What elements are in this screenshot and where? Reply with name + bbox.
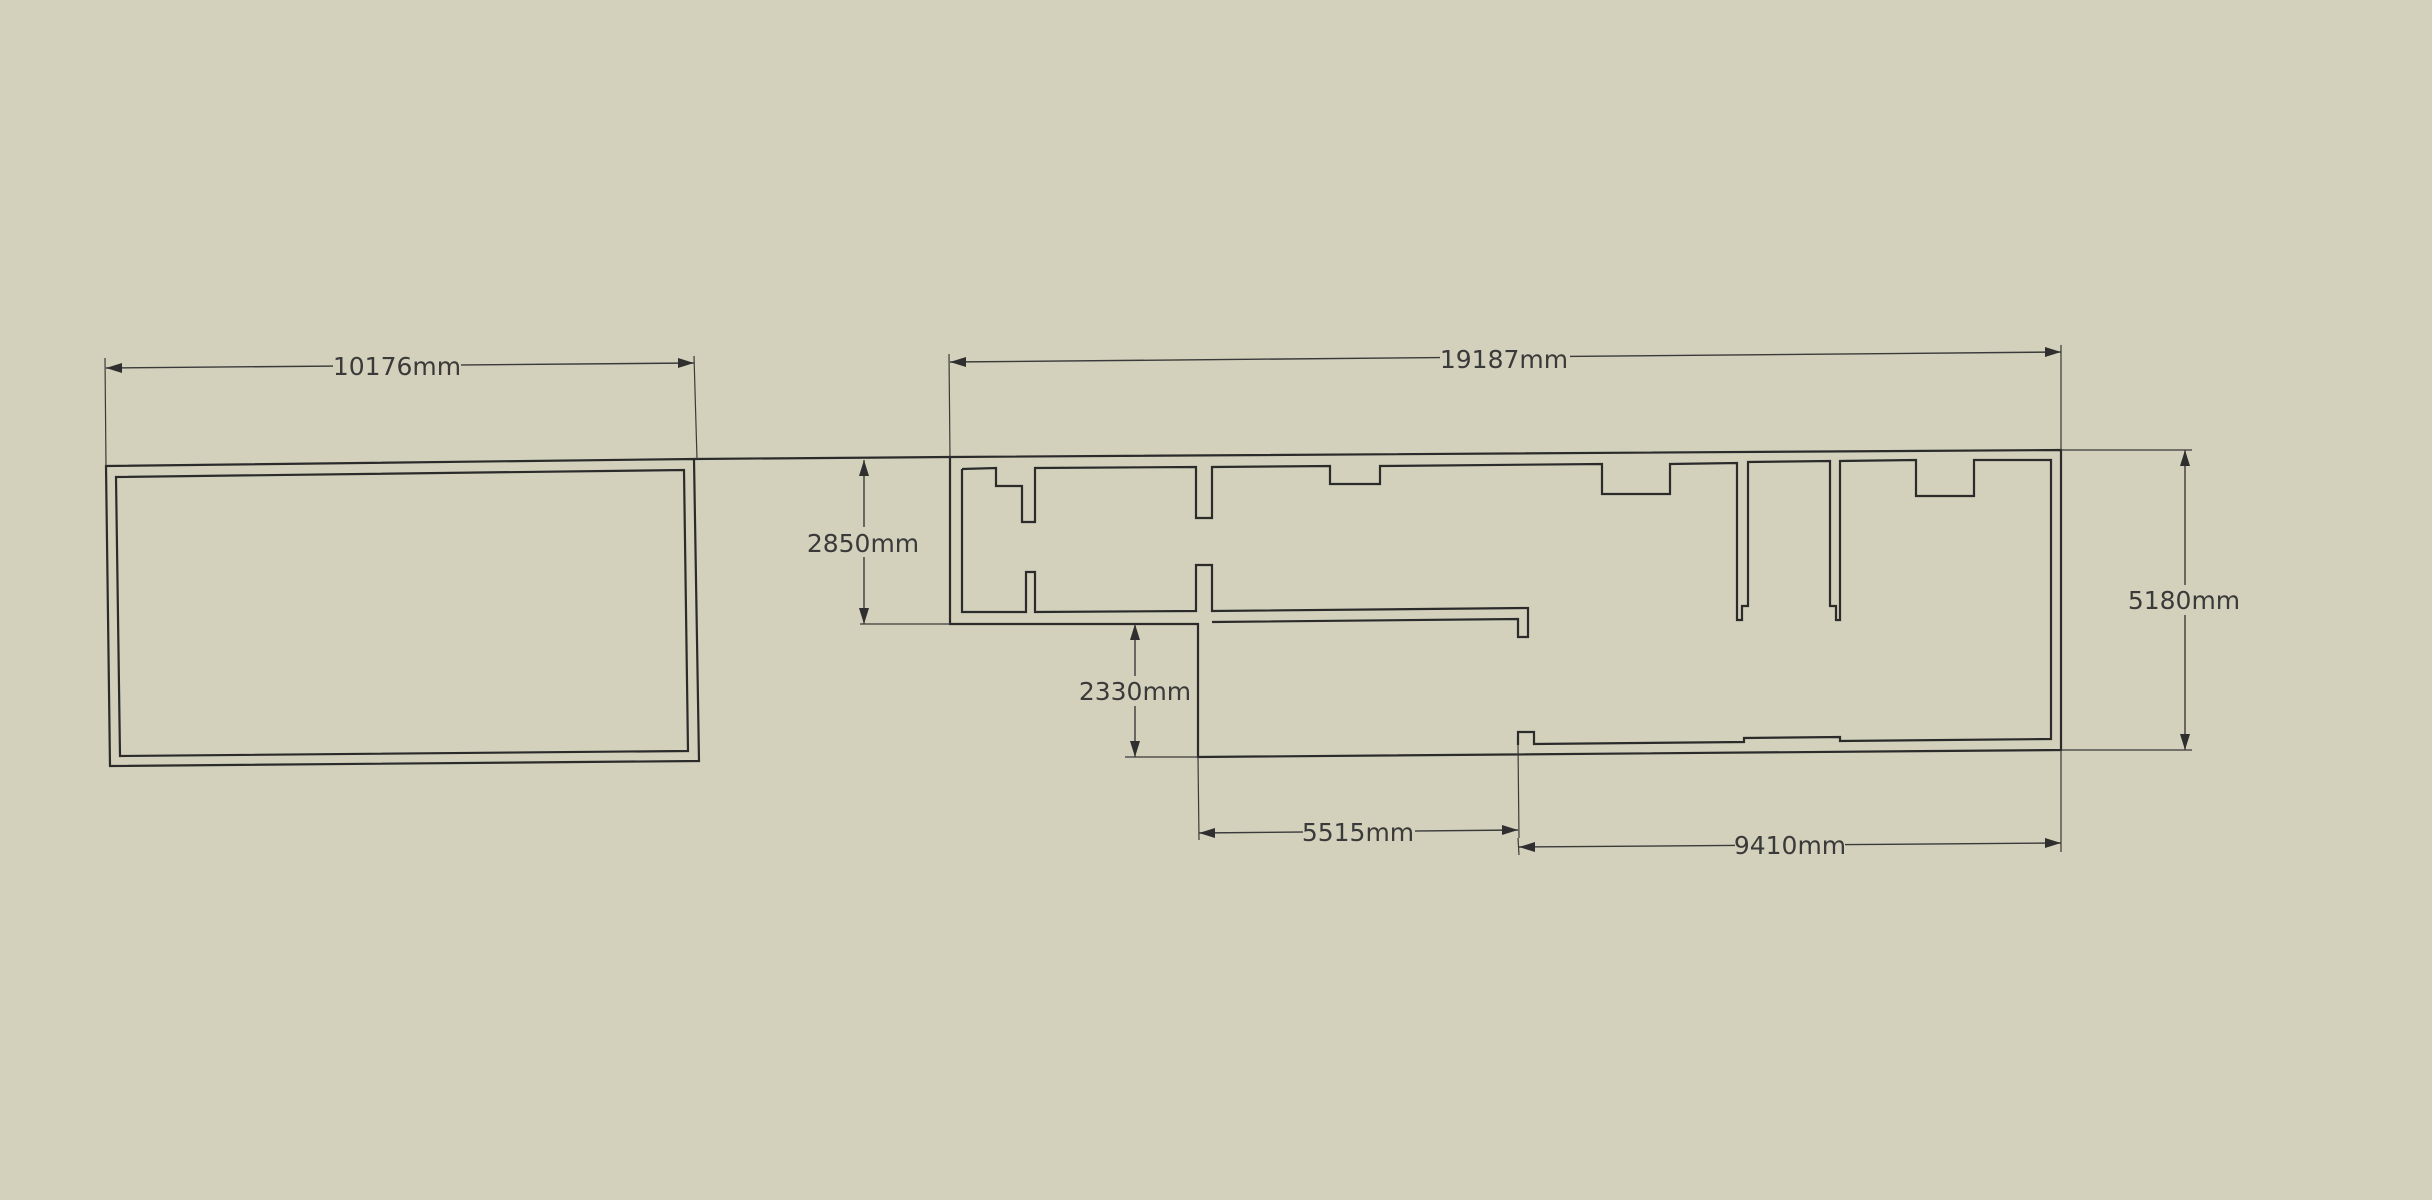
dim-label-lower-right-width: 9410mm <box>1734 831 1846 860</box>
connecting-line <box>693 455 951 461</box>
dim-label-lower-depth: 2330mm <box>1079 677 1191 706</box>
dim-label-rect-width: 10176mm <box>333 352 461 381</box>
dimension-rect-width: 10176mm <box>104 350 698 467</box>
dimension-lower-depth: 2330mm <box>1079 624 1198 758</box>
dimension-lower-right-width: 9410mm <box>1517 750 2062 860</box>
dimension-left-depth: 2850mm <box>807 460 950 625</box>
dim-label-overall-width: 19187mm <box>1440 345 1568 374</box>
upper-wing-inner-wall <box>961 458 2053 746</box>
dimension-right-depth: 5180mm <box>2061 449 2240 751</box>
rect-inner-wall <box>114 468 690 758</box>
dimension-overall-width: 19187mm <box>948 343 2062 458</box>
dimension-lower-left-width: 5515mm <box>1197 744 1520 847</box>
dim-label-right-depth: 5180mm <box>2128 586 2240 615</box>
main-outer-wall <box>948 448 2063 759</box>
dim-label-left-depth: 2850mm <box>807 529 919 558</box>
rect-outer-wall <box>104 457 701 768</box>
rect-building-walls <box>104 457 701 768</box>
main-plan-walls <box>948 448 2063 759</box>
left-room-lower-wall <box>960 469 1530 639</box>
dim-label-lower-left-width: 5515mm <box>1302 818 1414 847</box>
